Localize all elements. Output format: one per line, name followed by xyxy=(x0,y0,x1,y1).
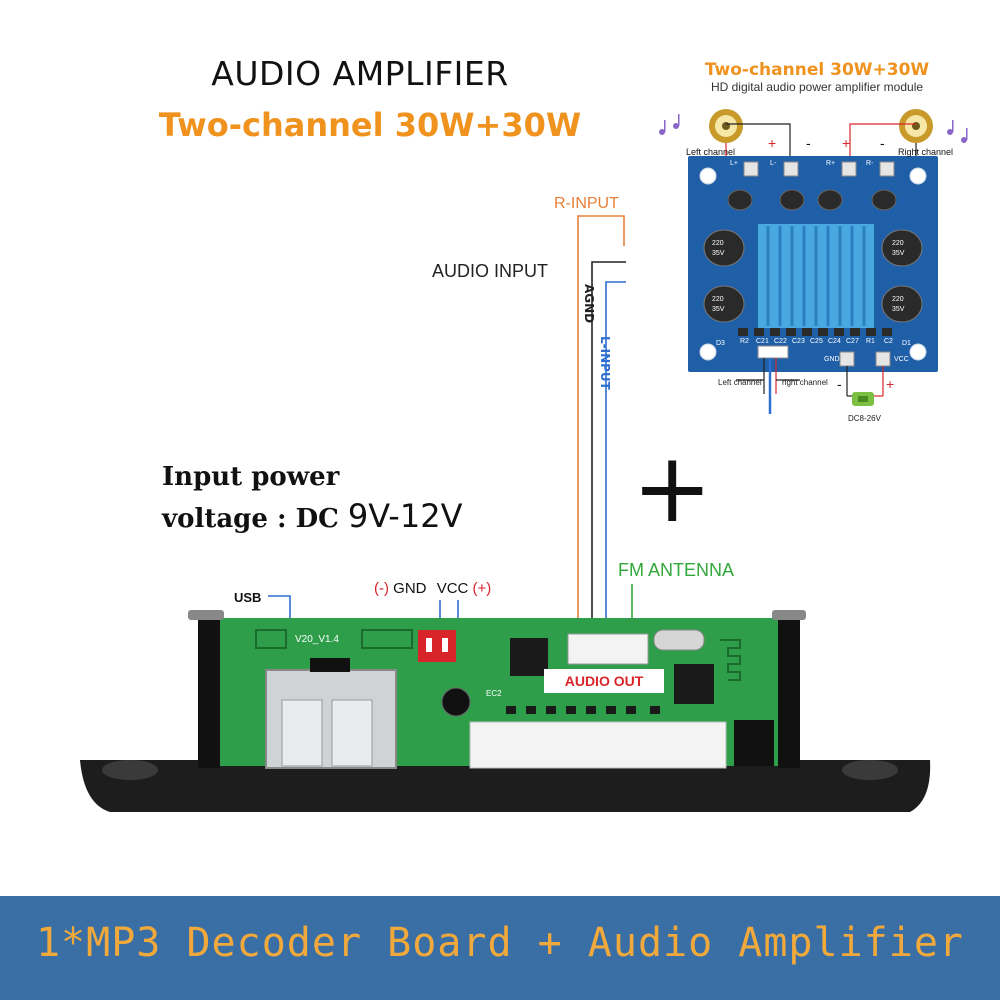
display-ribbon xyxy=(469,721,727,769)
gnd-minus-sign: (-) xyxy=(374,580,389,597)
amp-cap-voltage: 35V xyxy=(712,250,725,257)
amplifier-subtitle: HD digital audio power amplifier module xyxy=(710,80,924,94)
power-connector xyxy=(418,630,456,662)
amp-right-channel-bottom: right channel xyxy=(782,378,828,387)
amp-pcb-label: C2 xyxy=(884,338,893,345)
l-input-wire xyxy=(605,281,626,640)
amp-vcc-pad-label: VCC xyxy=(894,356,909,363)
r-input-label: R-INPUT xyxy=(554,195,619,212)
amp-cap-value: 220 xyxy=(712,240,724,247)
input-voltage-value: 9V-12V xyxy=(347,497,463,535)
amp-cap-value: 220 xyxy=(892,296,904,303)
right-speaker-icon xyxy=(899,109,933,143)
amp-pcb-label: C25 xyxy=(810,338,823,345)
header-title: AUDIO AMPLIFIER xyxy=(211,54,509,93)
amp-pad-label: R+ xyxy=(826,160,836,167)
amplifier-module-illustration xyxy=(659,109,968,414)
amp-left-plus: + xyxy=(768,135,777,151)
amp-dc-range: DC8-26V xyxy=(848,414,881,423)
gnd-label: GND xyxy=(393,580,427,597)
amp-pad-label: L- xyxy=(770,160,777,167)
amp-pcb-label: C27 xyxy=(846,338,859,345)
input-voltage-prefix: voltage : DC xyxy=(162,504,339,534)
amp-pcb-label: R2 xyxy=(740,338,749,345)
amp-pad-label: R- xyxy=(866,160,874,167)
decoder-board-illustration xyxy=(80,610,931,812)
amp-left-channel-label: Left channel xyxy=(686,147,736,157)
amplifier-title: Two-channel 30W+30W xyxy=(704,60,930,80)
music-notes-icon xyxy=(659,114,968,143)
amp-pcb-label: D3 xyxy=(716,340,725,347)
banner-text: 1*MP3 Decoder Board + Audio Amplifier xyxy=(35,920,965,966)
amp-cap-voltage: 35V xyxy=(892,306,905,313)
right-bracket xyxy=(778,618,800,768)
agnd-label: AGND xyxy=(582,284,596,324)
decoder-ec2-label: EC2 xyxy=(486,689,502,698)
amp-pcb-label: R1 xyxy=(866,338,875,345)
amp-left-minus: - xyxy=(806,135,811,151)
decoder-chip xyxy=(510,638,548,676)
decoder-version: V20_V1.4 xyxy=(295,634,339,645)
amp-pcb-label: C22 xyxy=(774,338,787,345)
vcc-plus-sign: (+) xyxy=(472,580,492,597)
amp-pad-label: L+ xyxy=(730,160,738,167)
agnd-wire xyxy=(591,261,626,640)
power-pins-label: (-) GND VCC (+) xyxy=(374,580,491,597)
audio-out-connector xyxy=(567,633,649,665)
amp-pcb-label: D1 xyxy=(902,340,911,347)
plus-sign: + xyxy=(632,432,713,544)
amp-right-plus: + xyxy=(842,135,851,151)
amp-cap-value: 220 xyxy=(892,240,904,247)
amp-pcb-label: C23 xyxy=(792,338,805,345)
amp-dc-plus: + xyxy=(886,376,895,392)
amp-gnd-pad-label: GND xyxy=(824,356,840,363)
amp-cap-voltage: 35V xyxy=(712,306,725,313)
audio-input-label: AUDIO INPUT xyxy=(432,261,549,281)
amp-dc-minus: - xyxy=(837,376,842,392)
audio-out-label: AUDIO OUT xyxy=(544,669,664,693)
l-input-label: L-INPUT xyxy=(598,336,612,390)
amp-right-channel-label: Right channel xyxy=(898,147,954,157)
decoder-faceplate xyxy=(80,760,931,812)
input-power-label: Input power xyxy=(162,462,340,492)
left-bracket xyxy=(198,618,220,768)
amp-pcb-label: C24 xyxy=(828,338,841,345)
vcc-label: VCC xyxy=(436,580,469,597)
r-input-wire xyxy=(577,215,625,640)
bluetooth-chip xyxy=(674,664,714,704)
amp-pcb-label: C21 xyxy=(756,338,769,345)
amp-cap-voltage: 35V xyxy=(892,250,905,257)
usb-label: USB xyxy=(234,590,262,605)
amp-left-channel-bottom: Left channel xyxy=(718,378,762,387)
fm-antenna-label: FM ANTENNA xyxy=(618,560,735,580)
amp-cap-value: 220 xyxy=(712,296,724,303)
amp-right-minus: - xyxy=(880,135,885,151)
bottom-banner xyxy=(0,896,1000,1000)
header-subtitle: Two-channel 30W+30W xyxy=(158,106,582,144)
input-voltage-line: voltage : DC 9V-12V xyxy=(162,497,462,535)
